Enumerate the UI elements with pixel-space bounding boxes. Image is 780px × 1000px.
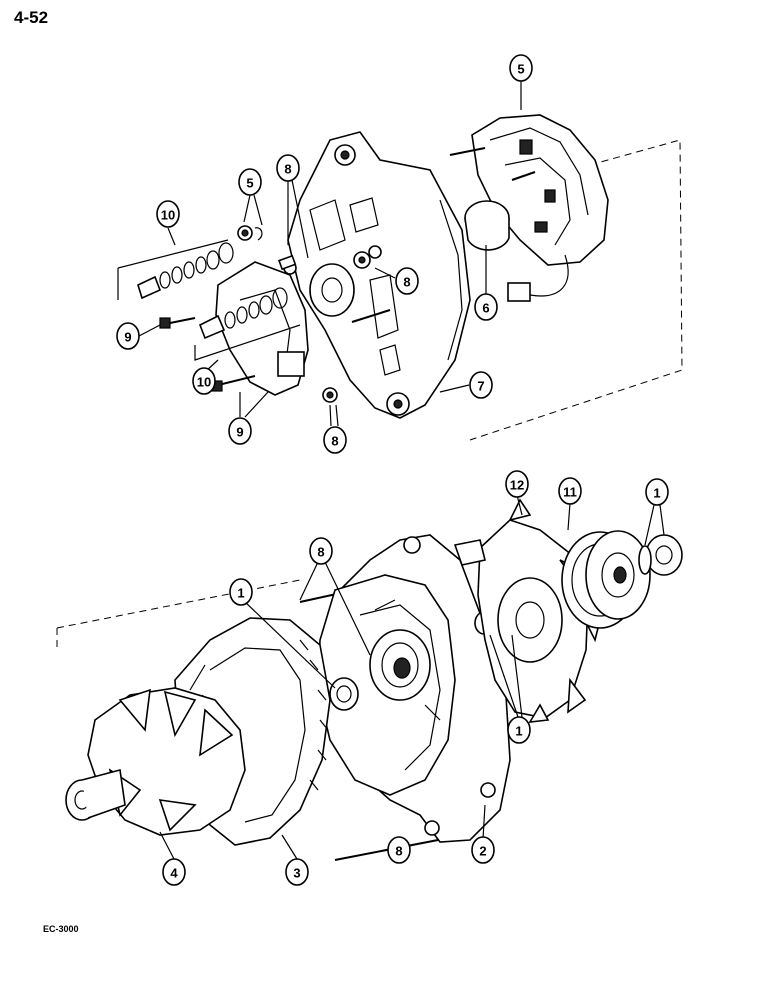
upper-fasteners bbox=[159, 225, 391, 403]
callout-1: 1 bbox=[507, 716, 531, 744]
callout-label: 5 bbox=[246, 176, 253, 191]
callout-label: 6 bbox=[482, 301, 489, 316]
callout-label: 8 bbox=[284, 162, 291, 177]
callout-2: 2 bbox=[471, 836, 495, 864]
callout-label: 4 bbox=[170, 866, 178, 881]
insulator-stack-lower bbox=[194, 287, 301, 361]
callout-7: 7 bbox=[469, 371, 493, 399]
callout-label: 9 bbox=[124, 330, 131, 345]
callout-10: 10 bbox=[192, 367, 216, 395]
callout-label: 10 bbox=[197, 375, 211, 390]
page-number: 4-52 bbox=[14, 8, 49, 27]
leader-lines-lower bbox=[159, 494, 665, 863]
callout-label: 11 bbox=[563, 485, 577, 500]
brush-holder bbox=[449, 114, 609, 302]
callout-label: 8 bbox=[331, 434, 338, 449]
diode-plate bbox=[215, 261, 309, 396]
callout-9: 9 bbox=[228, 417, 252, 445]
callout-6: 6 bbox=[474, 293, 498, 321]
callout-label: 1 bbox=[515, 724, 522, 739]
document-code: EC-3000 bbox=[43, 924, 79, 934]
callout-label: 8 bbox=[403, 275, 410, 290]
leader-lines-upper bbox=[138, 80, 522, 427]
callout-10: 10 bbox=[156, 200, 180, 228]
callout-label: 3 bbox=[293, 866, 300, 881]
callout-label: 8 bbox=[395, 844, 402, 859]
callout-4: 4 bbox=[162, 858, 186, 886]
callout-label: 10 bbox=[161, 208, 175, 223]
dashed-outline-lower bbox=[56, 579, 301, 650]
callout-3: 3 bbox=[285, 858, 309, 886]
callout-5: 5 bbox=[509, 54, 533, 82]
callout-12: 12 bbox=[505, 470, 529, 498]
callout-8: 8 bbox=[276, 154, 300, 182]
callout-1: 1 bbox=[645, 478, 669, 506]
callout-8: 8 bbox=[309, 537, 333, 565]
callout-label: 1 bbox=[653, 486, 660, 501]
callout-label: 2 bbox=[479, 844, 486, 859]
callout-8: 8 bbox=[395, 267, 419, 295]
callout-label: 8 bbox=[317, 545, 324, 560]
callout-label: 7 bbox=[477, 379, 484, 394]
callout-label: 5 bbox=[517, 62, 524, 77]
callout-label: 1 bbox=[237, 586, 244, 601]
callout-label: 12 bbox=[510, 478, 524, 493]
callout-1: 1 bbox=[229, 578, 253, 606]
pulley bbox=[561, 530, 651, 629]
bearing-cap bbox=[464, 200, 510, 251]
callout-8: 8 bbox=[387, 836, 411, 864]
insulator-stack-upper bbox=[117, 239, 234, 300]
callout-5: 5 bbox=[238, 168, 262, 196]
dashed-outline-upper bbox=[469, 139, 683, 441]
callout-9: 9 bbox=[116, 322, 140, 350]
end-shield bbox=[317, 574, 456, 796]
rear-housing bbox=[287, 131, 471, 419]
rotor bbox=[65, 687, 246, 836]
callout-label: 9 bbox=[236, 425, 243, 440]
callout-11: 11 bbox=[558, 477, 582, 505]
callout-8: 8 bbox=[323, 426, 347, 454]
